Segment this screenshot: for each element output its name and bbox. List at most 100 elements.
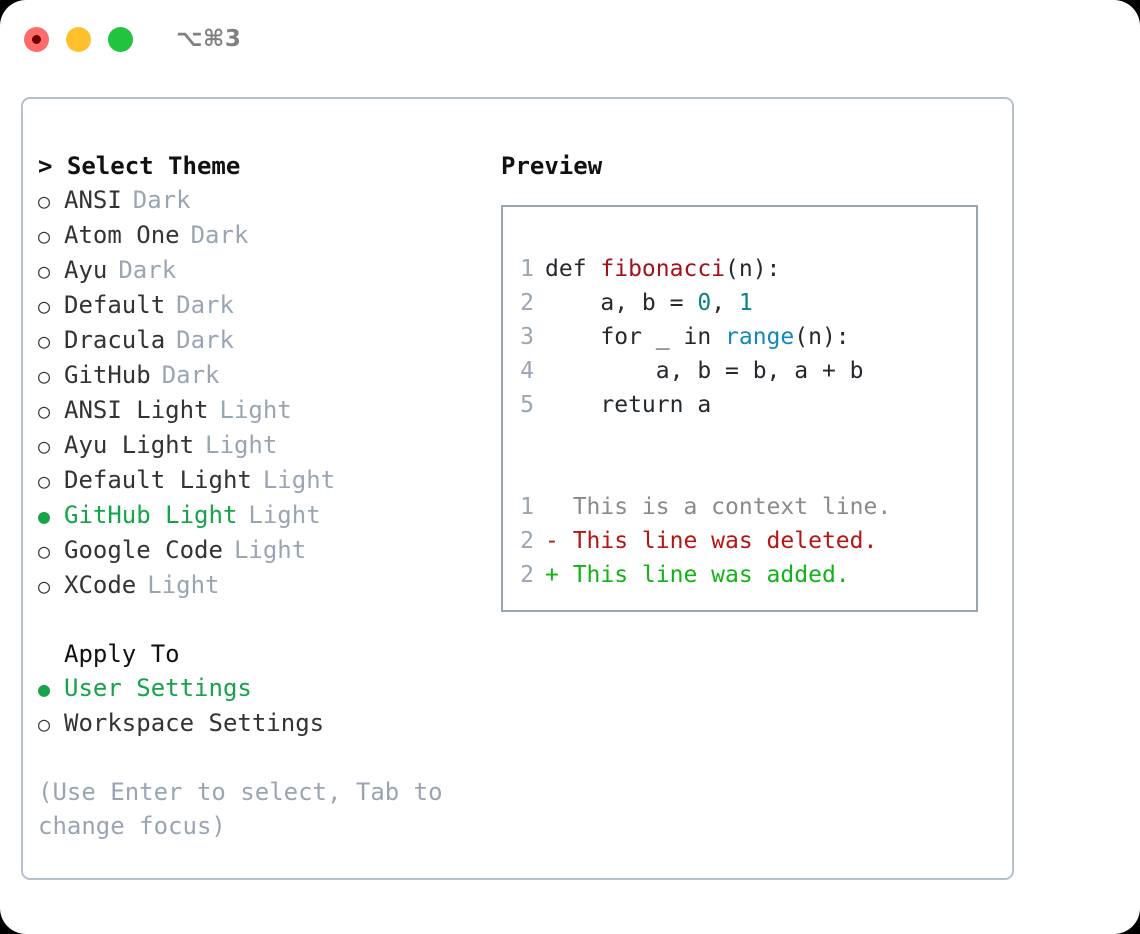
- theme-option-variant: Dark: [190, 221, 249, 249]
- apply-to-option-workspace-settings[interactable]: ○Workspace Settings: [38, 706, 488, 741]
- radio-unselected-icon: ○: [38, 259, 51, 283]
- code-token-plain: a, b =: [545, 290, 698, 316]
- maximize-button[interactable]: [108, 26, 133, 52]
- spacer: [513, 422, 976, 456]
- radio-selected-icon: ●: [38, 504, 51, 528]
- line-number: 2: [520, 562, 534, 588]
- code-line-text: a, b = b, a + b: [545, 354, 864, 388]
- line-number: 5: [520, 392, 534, 418]
- theme-option-variant: Dark: [132, 186, 191, 214]
- radio-unselected-icon: ○: [38, 329, 51, 353]
- code-token-num: 0: [697, 290, 712, 316]
- minimize-button[interactable]: [66, 26, 91, 52]
- theme-option-default[interactable]: ○ Default Dark: [38, 288, 488, 323]
- apply-to-option-label: User Settings: [64, 674, 252, 702]
- code-line-text: def fibonacci(n):: [545, 252, 780, 286]
- theme-option-label: XCode: [64, 571, 137, 599]
- preview-heading: Preview: [501, 152, 603, 180]
- apply-to-list[interactable]: ● User Settings ○Workspace Settings: [38, 671, 488, 741]
- code-token-plain: for _ in: [545, 324, 726, 350]
- diff-line-text-add: + This line was added.: [545, 562, 850, 588]
- code-token-plain: (n):: [725, 256, 781, 282]
- diff-line: 2 - This line was deleted.: [513, 524, 976, 558]
- radio-unselected-icon: ○: [38, 224, 51, 248]
- title-bar: ⌥⌘3: [0, 0, 1140, 78]
- code-token-plain: a, b = b, a + b: [545, 358, 864, 384]
- spacer: [38, 741, 488, 775]
- radio-unselected-icon: ○: [38, 434, 51, 458]
- code-token-plain: def: [545, 256, 601, 282]
- code-token-plain: (n):: [794, 324, 850, 350]
- code-token-plain: return a: [545, 392, 712, 418]
- code-token-fn: fibonacci: [600, 256, 726, 282]
- theme-option-github[interactable]: ○ GitHub Dark: [38, 358, 488, 393]
- apply-to-option-label: Workspace Settings: [64, 709, 325, 737]
- diff-sample: 1 This is a context line. 2 - This line wa…: [513, 490, 976, 592]
- theme-option-label: ANSI: [64, 186, 122, 214]
- theme-option-label: Default Light: [64, 466, 252, 494]
- apply-to-option-user-settings[interactable]: ● User Settings: [38, 671, 488, 706]
- theme-option-default-light[interactable]: ○ Default Light Light: [38, 463, 488, 498]
- code-token-call: range: [725, 324, 795, 350]
- code-line: 4 a, b = b, a + b: [513, 354, 976, 388]
- theme-option-variant: Light: [248, 501, 321, 529]
- theme-option-variant: Dark: [176, 326, 234, 354]
- line-number: 2: [520, 528, 534, 554]
- theme-option-label: Ayu: [64, 256, 108, 284]
- diff-line-text-del: - This line was deleted.: [545, 528, 878, 554]
- theme-option-label: ANSI Light: [64, 396, 209, 424]
- radio-selected-icon: ●: [38, 677, 51, 701]
- radio-unselected-icon: ○: [38, 364, 51, 388]
- radio-unselected-icon: ○: [38, 469, 51, 493]
- theme-option-variant: Light: [262, 466, 336, 494]
- radio-unselected-icon: ○: [38, 574, 51, 598]
- theme-option-label: GitHub Light: [64, 501, 238, 529]
- code-token-plain: ,: [711, 290, 739, 316]
- code-token-num: 1: [738, 290, 753, 316]
- spacer: [513, 456, 976, 490]
- theme-option-variant: Dark: [176, 291, 234, 319]
- line-number: 1: [520, 494, 534, 520]
- theme-option-github-light[interactable]: ● GitHub Light Light: [38, 498, 488, 533]
- radio-unselected-icon: ○: [38, 189, 51, 213]
- keyboard-hint: (Use Enter to select, Tab to change focu…: [38, 778, 443, 840]
- radio-unselected-icon: ○: [38, 399, 51, 423]
- radio-unselected-icon: ○: [38, 294, 51, 318]
- window-controls: [24, 26, 133, 52]
- theme-option-ansi-light[interactable]: ○ ANSI Light Light: [38, 393, 488, 428]
- close-button[interactable]: [24, 26, 49, 52]
- code-line-text: return a: [545, 388, 711, 422]
- theme-option-label: Default: [64, 291, 166, 319]
- diff-line-text-ctx: This is a context line.: [545, 494, 892, 520]
- line-number: 3: [520, 324, 534, 350]
- code-line-text: for _ in range(n):: [545, 320, 850, 354]
- theme-option-label: Atom One: [64, 221, 180, 249]
- theme-option-variant: Dark: [118, 256, 177, 284]
- select-theme-heading: > Select Theme: [38, 152, 241, 180]
- diff-line: 2 + This line was added.: [513, 558, 976, 592]
- code-line: 3 for _ in range(n):: [513, 320, 976, 354]
- diff-line: 1 This is a context line.: [513, 490, 976, 524]
- theme-option-variant: Dark: [161, 361, 220, 389]
- theme-option-variant: Light: [219, 396, 292, 424]
- code-line: 2 a, b = 0, 1: [513, 286, 976, 320]
- theme-option-ayu[interactable]: ○ Ayu Dark: [38, 253, 488, 288]
- code-line: 1 def fibonacci(n):: [513, 252, 976, 286]
- theme-option-atom-one[interactable]: ○ Atom One Dark: [38, 218, 488, 253]
- code-line: 5 return a: [513, 388, 976, 422]
- line-number: 1: [520, 256, 534, 282]
- theme-option-variant: Light: [205, 431, 278, 459]
- recording-indicator-icon: [32, 34, 41, 44]
- theme-option-ansi[interactable]: ○ ANSI Dark: [38, 183, 488, 218]
- theme-option-label: GitHub: [64, 361, 151, 389]
- code-line-text: a, b = 0, 1: [545, 286, 753, 320]
